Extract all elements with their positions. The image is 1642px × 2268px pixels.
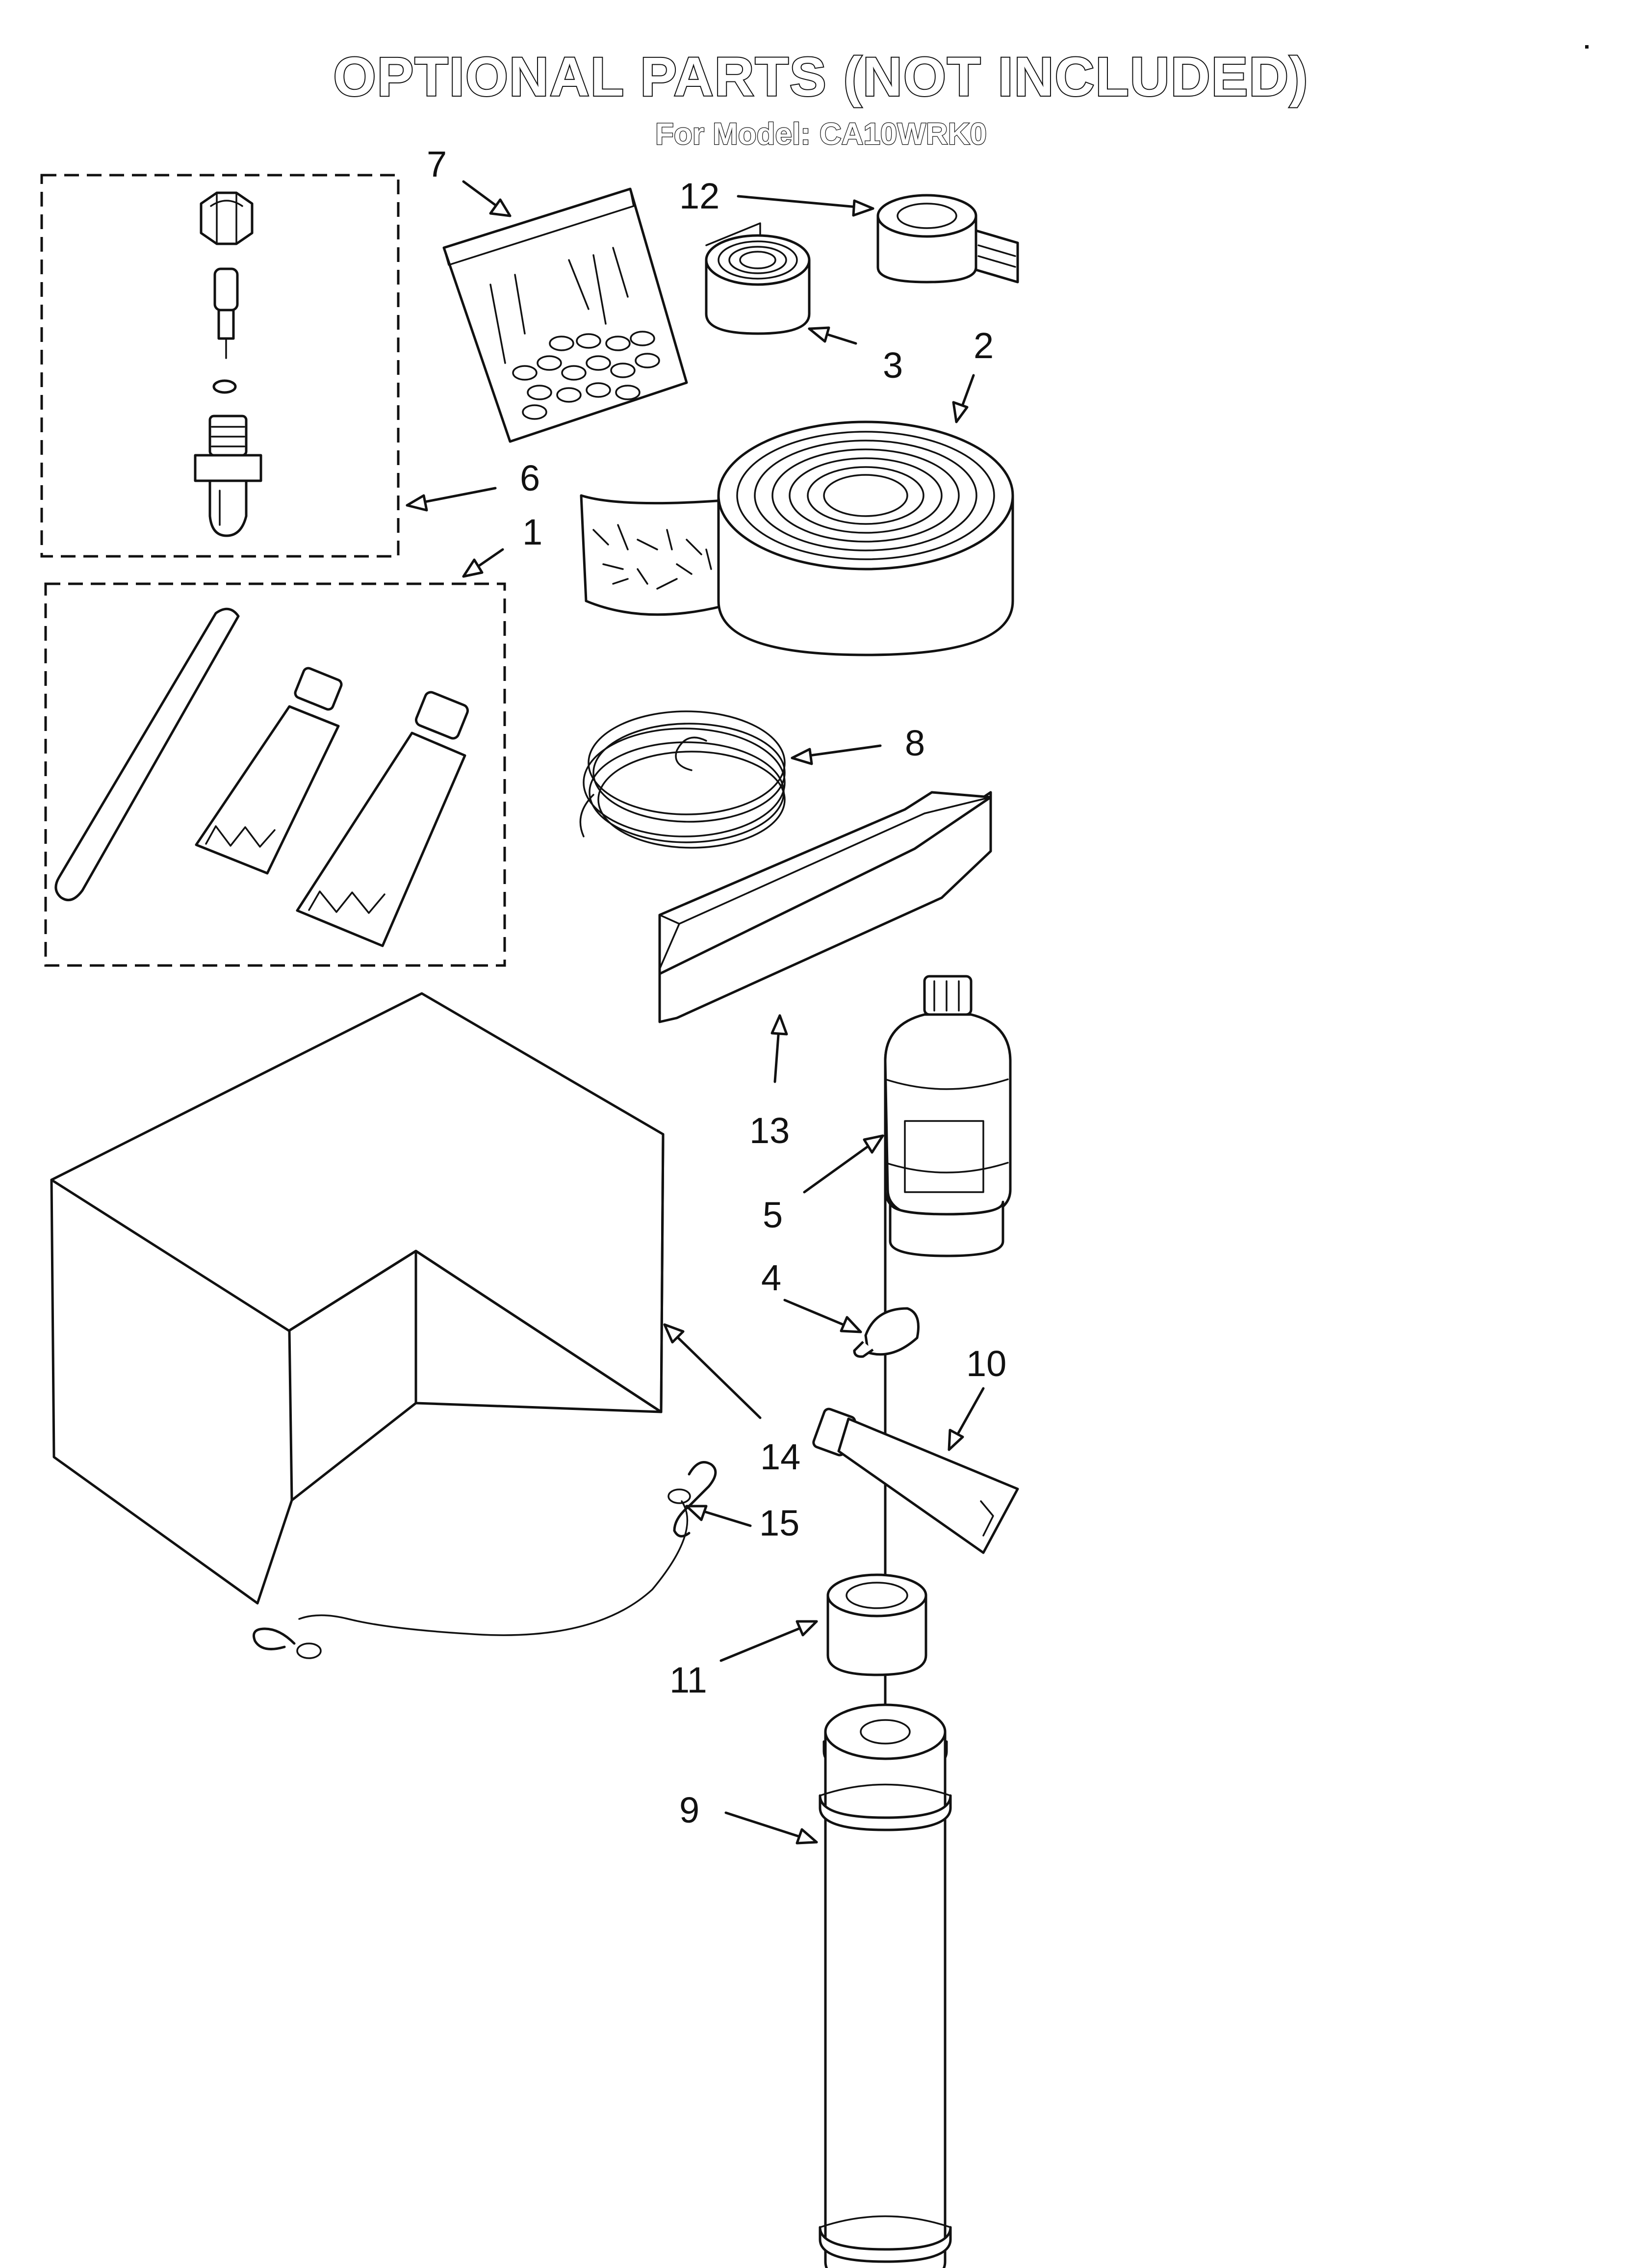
applicator-stick	[54, 607, 240, 902]
part-5-bottle	[884, 975, 1012, 2174]
insulation-flap	[580, 494, 725, 616]
callout-11: 11	[669, 1660, 707, 1700]
corner-mark	[1585, 45, 1589, 49]
callout-15: 15	[759, 1503, 799, 1543]
sealant-tube-small	[195, 667, 343, 875]
part-6-dashed-box	[40, 174, 400, 558]
callout-9: 9	[679, 1790, 699, 1830]
part-1-sealant-kit	[44, 582, 506, 967]
model-label: For Model:	[655, 117, 811, 152]
callout-5: 5	[763, 1195, 783, 1235]
callout-13: 13	[749, 1110, 790, 1151]
part-10-tube	[812, 1408, 1019, 1554]
model-number: CA10WRK0	[819, 117, 988, 152]
part-9-spray-can	[819, 1703, 952, 2268]
callout-14: 14	[760, 1436, 800, 1477]
part-12-tape-roll	[876, 194, 1019, 284]
page-title: OPTIONAL PARTS (NOT INCLUDED)	[333, 45, 1309, 108]
callout-8: 8	[905, 723, 925, 763]
callout-7: 7	[427, 144, 447, 184]
part-1-dashed-box	[44, 582, 506, 967]
part-7-screw-bag	[442, 187, 688, 443]
o-ring	[212, 379, 237, 394]
part-13-foam-block	[658, 791, 992, 1023]
flare-nut	[200, 191, 254, 245]
access-valve	[194, 415, 262, 537]
part-4-plug	[853, 1307, 920, 1358]
leader-lines	[406, 180, 985, 1845]
cover-shell	[50, 992, 665, 1605]
callout-2: 2	[974, 325, 994, 366]
part-8-wire-coil	[579, 710, 786, 849]
callout-3: 3	[883, 345, 903, 386]
callout-6: 6	[520, 458, 540, 498]
screw-pile	[512, 331, 660, 420]
part-15-cord	[253, 1461, 717, 1659]
callout-labels: 7 12 3 2 6 1 8 13 5 4 10 14 15 11 9	[427, 144, 1006, 1830]
valve-core	[213, 267, 239, 359]
callout-12: 12	[679, 176, 719, 216]
bottle-cap	[923, 975, 973, 1016]
part-11-cap	[826, 1573, 927, 1676]
bottle-label	[904, 1120, 984, 1193]
part-2-insulation-roll	[580, 420, 1014, 656]
callout-4: 4	[761, 1257, 781, 1298]
callout-10: 10	[966, 1343, 1006, 1384]
part-6-fitting-kit	[40, 174, 400, 558]
part-3-foam-tape	[705, 222, 811, 335]
callout-1: 1	[522, 512, 542, 552]
part-14-cover	[50, 992, 665, 1605]
model-line: For Model:CA10WRK0	[0, 117, 1642, 152]
sealant-tube-large	[296, 691, 469, 947]
